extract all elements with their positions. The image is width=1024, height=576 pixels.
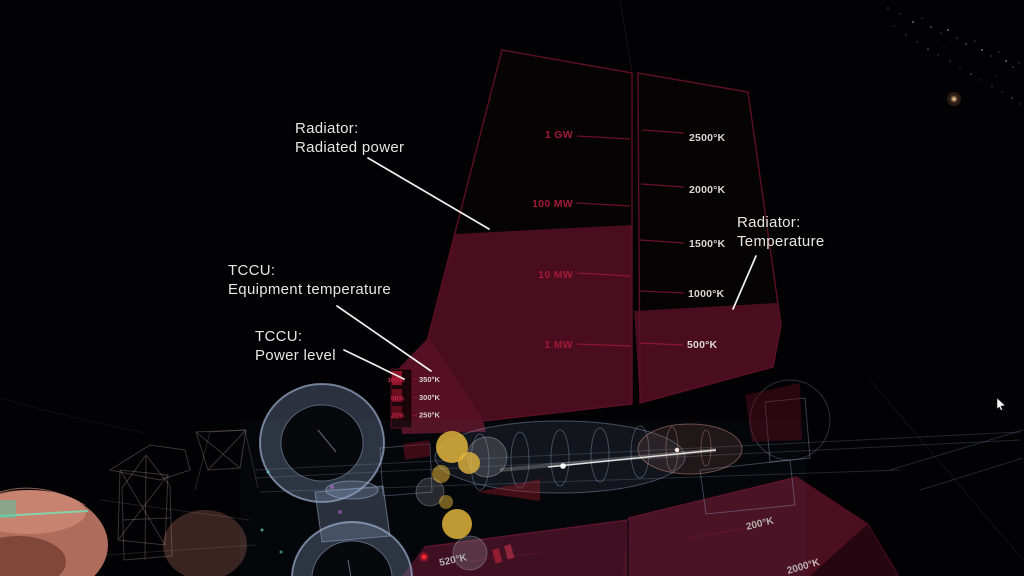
temp-tick-2000k: 2000°K [689,184,726,196]
power-tick-10mw: 10 MW [538,269,573,281]
annotation-line: Radiator: [737,214,801,231]
annotation-line: Temperature [737,233,825,250]
annotation-radiated-power: Radiator: Radiated power [295,119,404,157]
temp-tick-1500k: 1500°K [689,238,726,250]
annotation-line: Radiated power [295,139,405,156]
power-tick-1mw: 1 MW [544,339,573,351]
annotation-power-level: TCCU: Power level [255,327,336,365]
starfield [887,7,1021,105]
annotation-line: TCCU: [255,328,303,345]
distant-star-glow [947,92,961,106]
temp-tick-2500k: 2500°K [689,132,726,144]
mouse-cursor [996,397,1006,411]
hull-radiator-planes: 520°K 200°K 2000°K [402,476,900,576]
power-tick-1gw: 1 GW [545,129,573,141]
tccu-power-tick-100: 100% [387,377,404,384]
tccu-temp-tick-250: 250°K [419,411,441,420]
temp-tick-500k: 500°K [687,339,718,351]
background-grid [0,0,1024,561]
radiator-power-gauge: 1 GW 100 MW 10 MW 1 MW [427,49,633,422]
annotation-line: TCCU: [228,262,276,279]
annotation-line: Equipment temperature [228,281,392,298]
annotation-equipment-temperature: TCCU: Equipment temperature [228,261,391,299]
tccu-power-tick-25: 25% [391,413,404,420]
tccu-temp-tick-350: 350°K [419,375,441,384]
power-tick-100mw: 100 MW [532,198,573,210]
annotation-line: Power level [255,347,336,364]
spacecraft-wireframe [0,379,1024,576]
annotation-radiator-temperature: Radiator: Temperature [737,213,825,251]
tccu-temp-tick-300: 300°K [419,393,441,402]
annotation-leader-lines [336,157,757,380]
annotation-line: Radiator: [295,120,359,137]
radiator-temperature-gauge: 2500°K 2000°K 1500°K 1000°K 500°K [634,72,782,404]
temp-tick-1000k: 1000°K [688,288,725,300]
tccu-power-tick-50: 50% [391,396,404,403]
